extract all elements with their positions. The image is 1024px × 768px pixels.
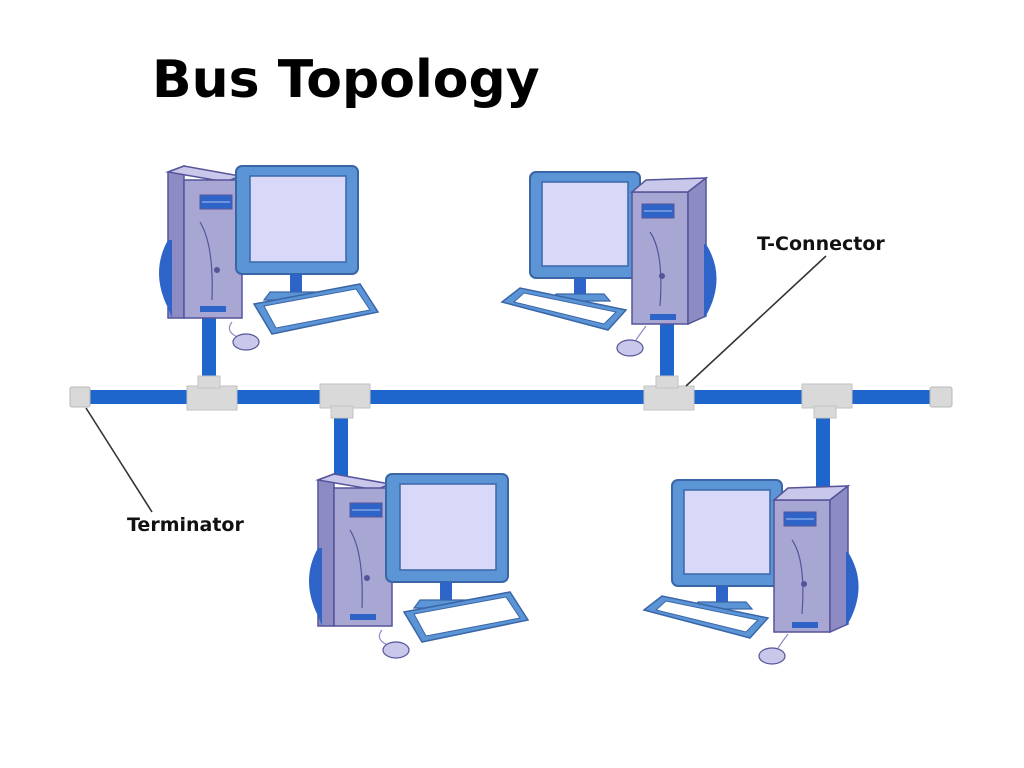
bus-cable <box>86 390 932 404</box>
computer-bottom-left <box>308 473 529 659</box>
terminator-label: Terminator <box>127 514 244 536</box>
t-connector-1 <box>186 375 238 411</box>
t-connector-3 <box>643 375 695 411</box>
computer-top-right <box>501 171 718 357</box>
t-connector-callout-line <box>685 255 827 387</box>
slide-title: Bus Topology <box>152 50 540 110</box>
computer-top-left <box>158 165 379 351</box>
terminator-right <box>929 386 953 408</box>
t-connector-4 <box>801 383 853 419</box>
drop-cable-bottom-left <box>334 400 348 482</box>
drop-cable-bottom-right <box>816 400 830 488</box>
terminator-left <box>69 386 91 408</box>
t-connector-label: T-Connector <box>757 233 885 255</box>
terminator-callout-line <box>85 407 153 513</box>
computer-bottom-right <box>643 479 860 665</box>
t-connector-2 <box>319 383 371 419</box>
